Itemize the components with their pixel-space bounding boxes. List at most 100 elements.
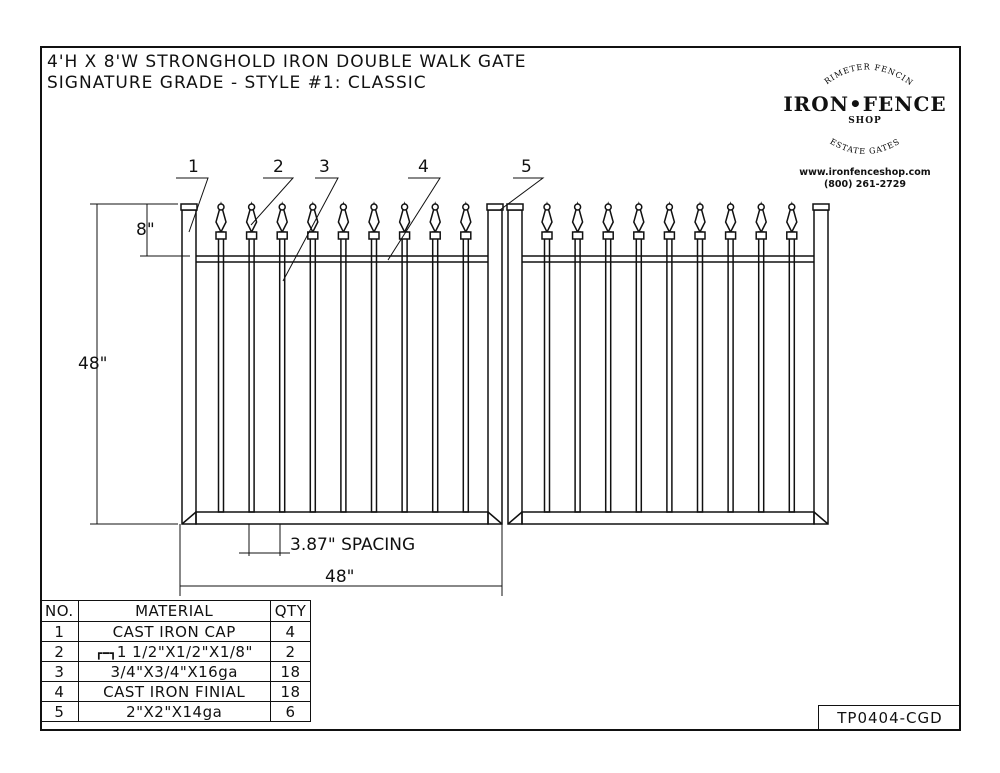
finial-base [276,231,288,240]
finial-ball [400,203,409,211]
bill-of-materials: NO. MATERIAL QTY 1 CAST IRON CAP 4 2 ┏━┓… [40,600,312,722]
picket [309,231,317,513]
finial-base [337,231,350,240]
finial-base [398,231,411,240]
finial-base [663,231,676,240]
finial-ball [543,203,551,211]
finial-base [786,231,798,240]
finial-ball [309,203,317,211]
post-cap [812,203,830,211]
bottom-rail [195,511,489,525]
post-cap [180,203,198,211]
bom-no: 1 [40,621,79,642]
finial-base [602,231,614,240]
drawing-title: 4'H X 8'W STRONGHOLD IRON DOUBLE WALK GA… [47,52,526,94]
bom-qty: 18 [269,681,312,702]
table-row: 2 ┏━┓1 1/2"X1/2"X1/8" 2 [40,641,312,662]
finial-base [368,231,380,240]
picket [543,231,551,513]
finial-ball [278,203,286,211]
finial-ball [573,203,582,211]
picket [727,231,734,513]
table-row: 1 CAST IRON CAP 4 [40,621,312,642]
dimension-lines [90,203,503,596]
picket [574,231,581,513]
logo-arc-text: PERIMETER FENCING ESTATE GATES [770,56,914,156]
drawing-code: TP0404-CGD [818,705,961,731]
gate-post [181,209,197,525]
picket [462,231,470,513]
picket [604,231,612,513]
callout-leaders [176,177,545,282]
bom-no: 3 [40,661,79,682]
picket [666,231,673,513]
logo-website: www.ironfenceshop.com [799,167,931,178]
callout-5: 1 [188,157,199,177]
bom-qty: 2 [269,641,312,662]
finial-base [429,231,441,240]
bom-material-cell: ┏━┓1 1/2"X1/2"X1/8" [77,641,271,662]
bottom-rail-bevel [507,511,523,525]
picket [788,231,796,513]
bom-material: CAST IRON CAP [77,621,271,642]
table-row: 4 CAST IRON FINIAL 18 [40,681,312,702]
right-gate-leaf [506,201,830,525]
title-line-2: SIGNATURE GRADE - STYLE #1: CLASSIC [47,73,427,93]
company-logo: PERIMETER FENCING ESTATE GATES IRON•FENC… [770,56,960,196]
post-cap [506,203,524,211]
left-gate-leaf [180,201,504,525]
bom-no: 5 [40,701,79,722]
drawing-sheet-border [40,46,961,731]
finial-base [571,231,584,240]
callout-2: 4 [418,157,429,177]
table-row: 5 2"X2"X14ga 6 [40,701,312,722]
finial-base [541,231,553,240]
logo-shop: SHOP [848,116,882,126]
picket [635,231,643,513]
bottom-rail-bevel [181,511,197,525]
finial-ball [604,203,612,211]
post-cap [486,203,504,211]
bom-material: CAST IRON FINIAL [77,681,271,702]
bom-material: 2"X2"X14ga [77,701,271,722]
finial-base [633,231,645,240]
bom-header-row: NO. MATERIAL QTY [40,600,312,622]
bottom-rail-bevel [487,511,503,525]
picket [431,231,439,513]
finial-base [215,231,227,240]
finial-ball [462,203,470,211]
finial-ball [665,203,674,211]
logo-brand: IRON•FENCE [783,92,947,116]
picket [370,231,378,513]
bom-qty: 4 [269,621,312,642]
finial-ball [635,203,643,211]
picket [401,231,408,513]
finial-ball [696,203,704,211]
picket [248,231,255,513]
finial-base [755,231,767,240]
gate-post [487,209,503,525]
gate-post [813,209,829,525]
callout-1: 5 [521,157,532,177]
finial-ball [247,203,256,211]
finial-base [694,231,706,240]
bottom-rail [521,511,815,525]
bom-material: 1 1/2"X1/2"X1/8" [116,642,253,661]
bom-material: 3/4"X3/4"X16ga [77,661,271,682]
finial-ball [370,203,378,211]
bom-header-qty: QTY [269,600,312,622]
bom-no: 4 [40,681,79,702]
table-row: 3 3/4"X3/4"X16ga 18 [40,661,312,682]
callout-3: 3 [319,157,330,177]
bom-qty: 6 [269,701,312,722]
finial-ball [431,203,439,211]
finial-base [245,231,258,240]
spacing-label: 3.87" SPACING [290,535,416,555]
picket [757,231,765,513]
gate-height-label: 48" [78,354,108,374]
gate-width-label: 48" [325,567,355,587]
finial-base [460,231,472,240]
picket [217,231,225,513]
picket [696,231,704,513]
